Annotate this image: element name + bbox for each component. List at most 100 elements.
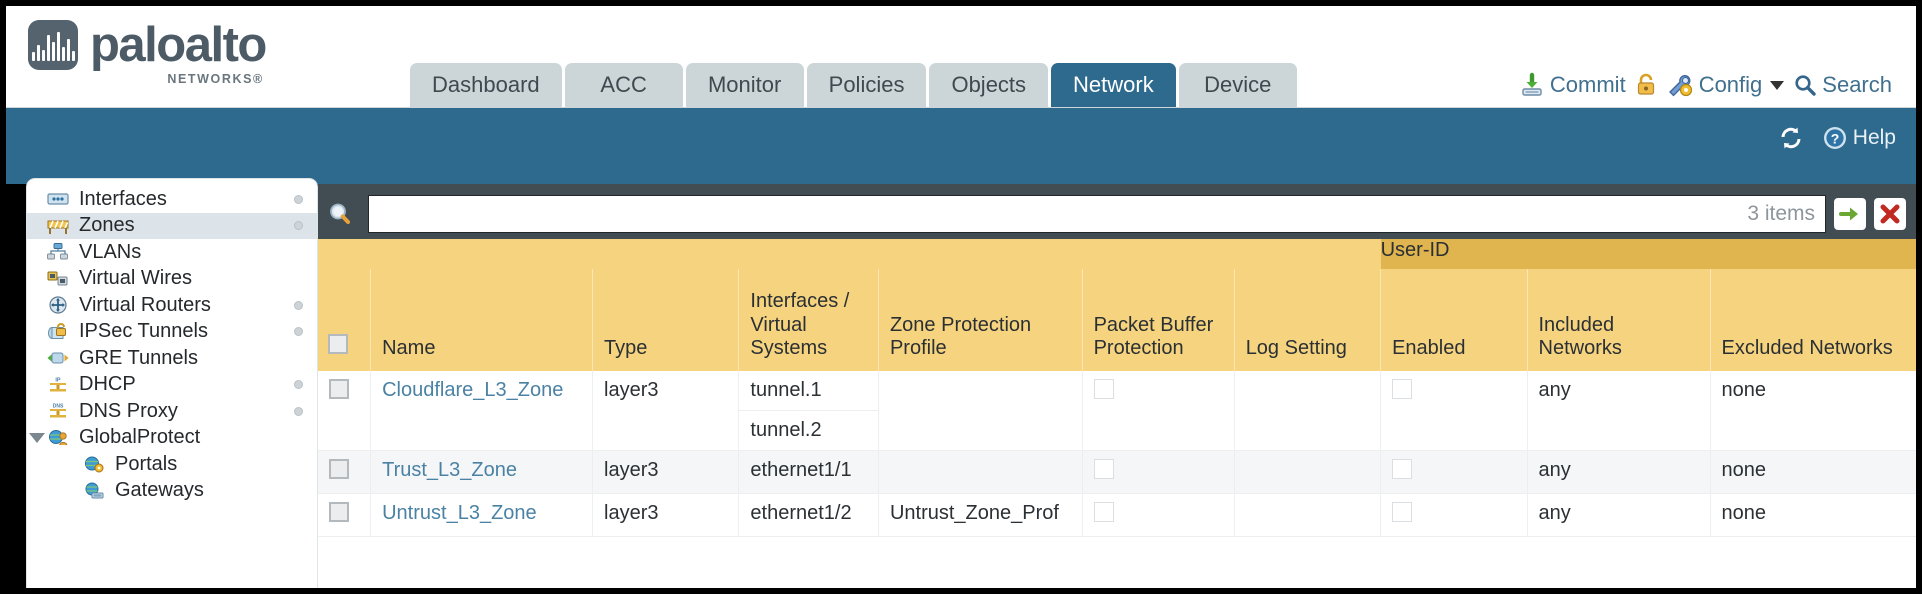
search-label: Search [1822,72,1892,97]
cell-zone-protection-profile [878,371,1083,451]
search-button[interactable]: Search [1793,72,1892,98]
globalprotect-icon [45,428,71,448]
search-input[interactable]: 3 items [368,195,1826,233]
sidebar-item-label: Interfaces [79,187,167,210]
row-select-cell [318,371,372,451]
sidebar-item-globalprotect[interactable]: GlobalProtect [27,425,317,452]
row-select-checkbox[interactable] [329,502,349,522]
sidebar-item-label: Zones [79,214,135,237]
refresh-icon[interactable] [1776,124,1806,152]
sidebar-item-label: Portals [115,452,178,475]
packet-buffer-protection-checkbox[interactable] [1093,459,1114,479]
cell-zone-name: Cloudflare_L3_Zone [370,371,594,451]
svg-text:IP: IP [55,377,61,383]
sidebar-item-status-dot [294,300,303,310]
zones-table-head: User-ID Name Type Interfaces / Virtual S… [318,239,1916,371]
col-header-interfaces[interactable]: Interfaces / Virtual Systems [738,269,879,371]
col-header-log-setting[interactable]: Log Setting [1234,269,1382,371]
select-all-checkbox[interactable] [328,334,348,355]
search-row: 3 items [318,192,1916,236]
col-header-name[interactable]: Name [370,269,594,371]
cell-packet-buffer-protection [1082,493,1235,537]
sidebar-item-virtual-wires[interactable]: Virtual Wires [27,266,317,293]
apply-filter-button[interactable] [1834,198,1866,230]
commit-button[interactable]: Commit [1519,72,1626,98]
dhcp-icon: IP [45,375,71,395]
nav-tab-acc[interactable]: ACC [564,63,683,107]
cell-userid-enabled [1380,371,1528,451]
sidebar-item-status-dot [294,327,303,337]
config-menu[interactable]: Config [1666,72,1785,98]
group-header-spacer [318,239,1381,269]
cell-zone-name: Untrust_L3_Zone [370,493,594,537]
sidebar-item-portals[interactable]: Portals [27,451,317,478]
interface-entry: ethernet1/2 [750,502,852,524]
userid-enabled-checkbox[interactable] [1392,459,1413,479]
help-button[interactable]: ? Help [1822,125,1896,151]
cell-zone-name: Trust_L3_Zone [370,450,594,494]
zone-name-link[interactable]: Untrust_L3_Zone [382,502,537,524]
sidebar-item-label: DHCP [79,373,136,396]
sidebar-item-label: Gateways [115,479,204,502]
chevron-down-icon[interactable] [29,432,45,443]
nav-tab-dashboard[interactable]: Dashboard [410,63,562,107]
clear-filter-button[interactable] [1874,198,1906,230]
select-all-header [318,269,372,371]
col-header-excluded-networks[interactable]: Excluded Networks [1710,269,1916,371]
sidebar-item-zones[interactable]: Zones [27,212,317,239]
userid-enabled-checkbox[interactable] [1392,502,1413,522]
nav-tab-objects[interactable]: Objects [929,63,1049,107]
sidebar-item-gre-tunnels[interactable]: GRE Tunnels [27,345,317,372]
cell-excluded-networks: none [1710,371,1916,451]
nav-tab-policies[interactable]: Policies [806,63,927,107]
zones-icon [45,216,71,236]
interface-entry: tunnel.1 [739,371,878,411]
packet-buffer-protection-checkbox[interactable] [1093,502,1114,522]
packet-buffer-protection-checkbox[interactable] [1093,379,1114,399]
cell-included-networks: any [1527,493,1711,537]
sidebar-item-vlans[interactable]: VLANs [27,239,317,266]
row-select-cell [318,493,372,537]
lock-button[interactable] [1635,72,1657,98]
col-header-type[interactable]: Type [592,269,740,371]
interfaces-icon [45,189,71,209]
sidebar-item-gateways[interactable]: Gateways [27,478,317,505]
paloalto-logo: paloalto NETWORKS® [28,20,267,86]
portals-icon [81,454,107,474]
sidebar-item-virtual-routers[interactable]: Virtual Routers [27,292,317,319]
nav-tab-network[interactable]: Network [1051,63,1176,107]
interface-entry: tunnel.2 [750,419,822,441]
sidebar-item-ipsec-tunnels[interactable]: IPSec Tunnels [27,319,317,346]
cell-zone-type: layer3 [592,371,740,451]
userid-enabled-checkbox[interactable] [1392,379,1413,399]
interface-entry: ethernet1/1 [750,459,852,481]
config-label: Config [1698,72,1763,97]
col-header-included-networks[interactable]: Included Networks [1527,269,1711,371]
row-select-cell [318,450,372,494]
nav-tab-device[interactable]: Device [1178,63,1297,107]
sidebar-item-status-dot [294,380,303,390]
col-header-zone-protection-profile[interactable]: Zone Protection Profile [878,269,1083,371]
cell-log-setting [1234,450,1382,494]
col-header-packet-buffer-protection[interactable]: Packet Buffer Protection [1082,269,1235,371]
zone-name-link[interactable]: Trust_L3_Zone [382,459,518,481]
row-select-checkbox[interactable] [329,379,349,399]
zones-table-container: User-ID Name Type Interfaces / Virtual S… [318,239,1916,588]
col-header-enabled[interactable]: Enabled [1380,269,1528,371]
gre-tunnels-icon [45,348,71,368]
help-label: Help [1852,126,1896,149]
cell-packet-buffer-protection [1082,450,1235,494]
sidebar-item-dhcp[interactable]: IP DHCP [27,372,317,399]
sidebar-item-interfaces[interactable]: Interfaces [27,186,317,213]
search-icon[interactable] [326,200,354,228]
row-select-checkbox[interactable] [329,459,349,479]
nav-tab-monitor[interactable]: Monitor [685,63,804,107]
zone-name-link[interactable]: Cloudflare_L3_Zone [382,379,564,401]
cell-interfaces: ethernet1/2 [738,493,879,537]
